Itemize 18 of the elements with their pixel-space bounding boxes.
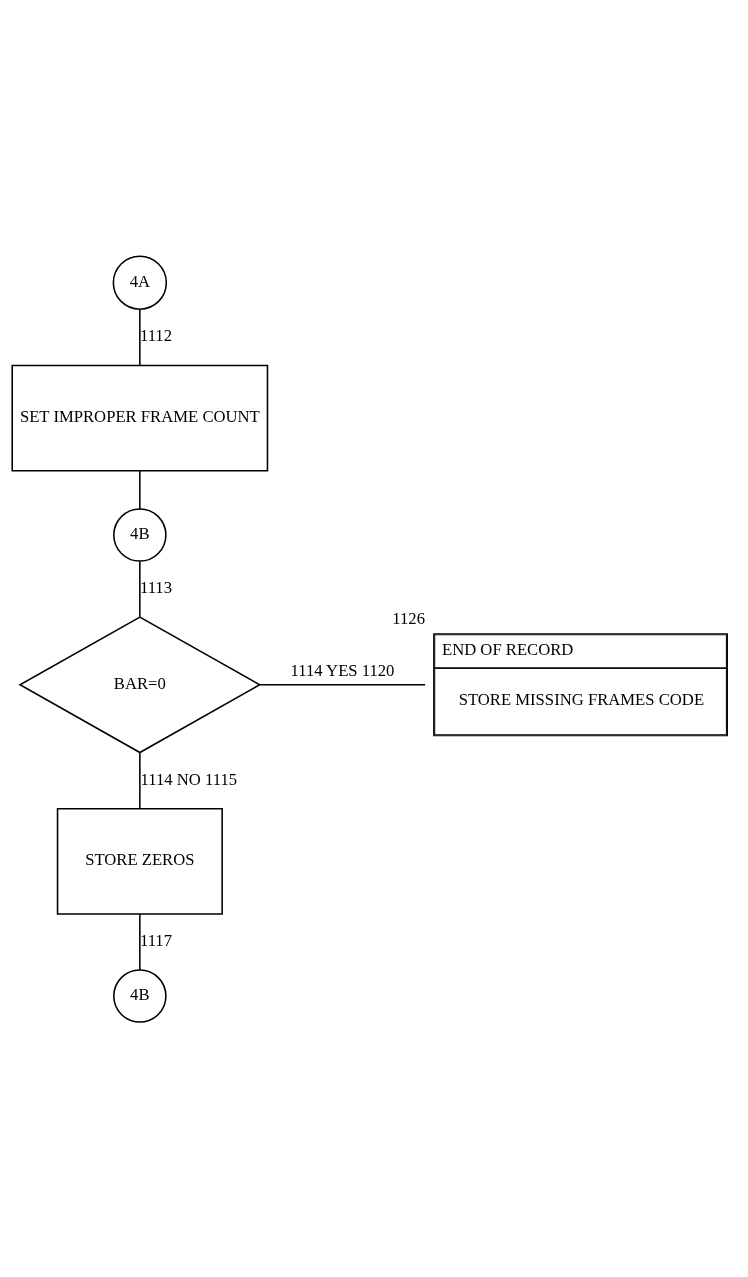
- node-label: 1126: [392, 608, 425, 628]
- connector: [139, 751, 141, 809]
- edge-label: 1112: [139, 325, 173, 345]
- node-circle: 4A: [112, 254, 168, 310]
- node-diamond: BAR=0: [18, 615, 262, 753]
- connector: [139, 308, 141, 366]
- connector: [139, 469, 141, 510]
- node-box: SET IMPROPER FRAME COUNT: [11, 364, 269, 471]
- edge-label: 1114 YES 1120: [290, 660, 395, 680]
- connector: [139, 559, 141, 618]
- connector: [258, 683, 426, 686]
- edge-label: 1114 NO 1115: [140, 769, 238, 789]
- edge-label: 1113: [139, 577, 173, 597]
- node-box: STORE ZEROS: [56, 807, 223, 915]
- node-circle: 4B: [113, 507, 167, 562]
- edge-label: 1117: [139, 930, 173, 950]
- node-circle: 4B: [113, 968, 167, 1023]
- connector: [139, 912, 141, 971]
